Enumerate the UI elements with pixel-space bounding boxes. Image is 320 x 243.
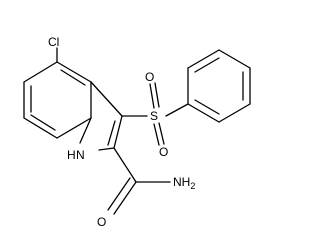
double-bond-inner [30, 114, 56, 131]
amine-subscript: 2 [190, 181, 195, 191]
bond-c-o-b [107, 177, 131, 211]
molecule-drawing: Cl H N S O O O NH2 [23, 35, 251, 229]
bond-s-o-1b [154, 82, 160, 108]
double-bond-inner [60, 69, 86, 86]
oxygen-label-amide: O [97, 215, 106, 229]
bond-s-o-1a [149, 83, 155, 109]
bond-c-camide [113, 147, 137, 183]
bond-c-o-a [113, 181, 137, 215]
structure-diagram: Cl H N S O O O NH2 [23, 35, 251, 229]
chlorine-label: Cl [48, 35, 59, 49]
sulfur-label: S [150, 109, 158, 123]
bond-s-o-2b [158, 122, 165, 145]
bond [90, 81, 123, 117]
bond [56, 117, 92, 139]
bond [23, 117, 58, 139]
bond-n-c [79, 117, 92, 144]
double-bond-inner [194, 57, 220, 73]
bond-s-ph [165, 103, 189, 117]
bond [187, 49, 220, 69]
amine-label: NH2 [173, 175, 195, 191]
bond [218, 49, 251, 69]
oxygen-label-top: O [145, 70, 154, 84]
bond [56, 61, 92, 83]
double-bond-inner [107, 120, 116, 146]
oxygen-label-bottom: O [159, 145, 168, 159]
bond [218, 103, 251, 123]
double-bond-inner [194, 99, 220, 115]
bond [113, 115, 123, 149]
bond [23, 61, 58, 83]
bond-s-o-2a [153, 123, 160, 146]
nitrogen-label: N [76, 148, 85, 162]
amine-nh: NH [173, 175, 190, 189]
bond [187, 103, 220, 123]
hydrogen-label: H [67, 148, 76, 162]
bond-c-n [98, 147, 115, 151]
